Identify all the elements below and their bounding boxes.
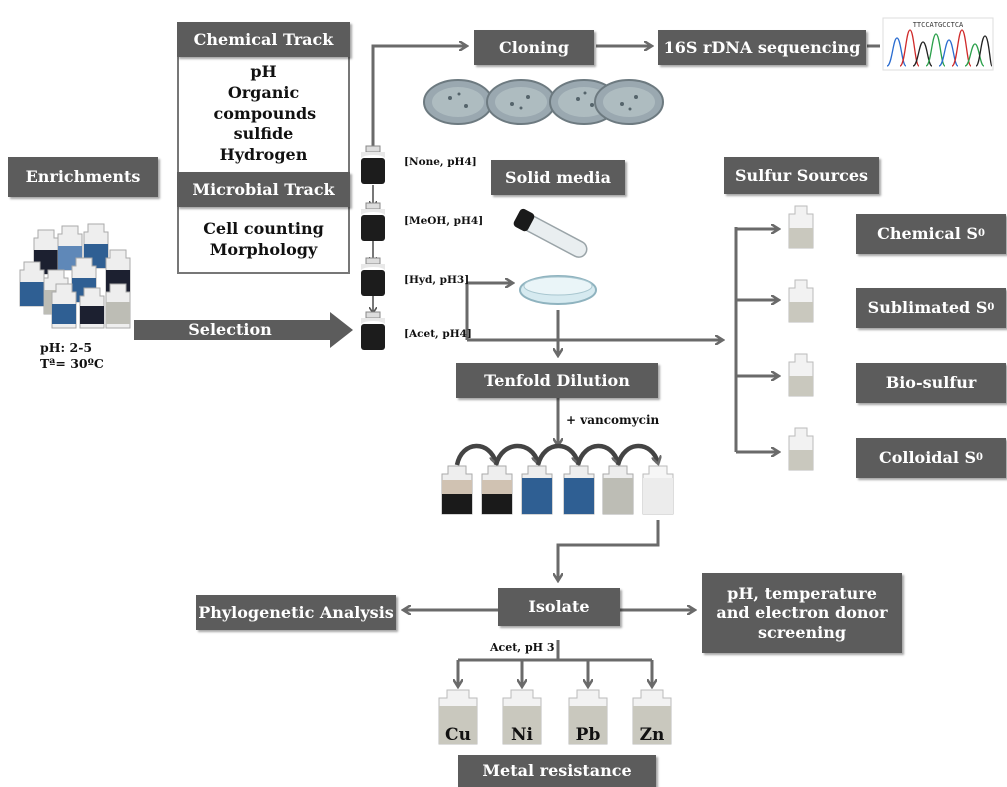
enrichment-temperature: Tª= 30ºC — [40, 356, 104, 371]
reactor-bottle-1 — [361, 145, 385, 184]
condition-acet-ph4: [Acet, pH4] — [404, 328, 472, 340]
dilution-bottles — [441, 465, 674, 515]
metal-cu: Cu — [445, 725, 471, 745]
selection-arrow — [134, 312, 353, 348]
metal-resistance-box: Metal resistance — [458, 755, 656, 787]
enrichment-bottles — [19, 223, 131, 329]
chemical-item-sulfide: sulfide — [233, 124, 294, 144]
sulfur-chemical-label: Chemical S — [877, 224, 978, 244]
isolate-box: Isolate — [498, 588, 620, 626]
microbial-item-morphology: Morphology — [209, 239, 318, 259]
chemical-track-items: pH Organic compounds sulfide Hydrogen — [177, 62, 350, 166]
screening-box: pH, temperature and electron donor scree… — [702, 573, 902, 653]
sulfur-sublimated-label: Sublimated S — [867, 298, 988, 318]
enrichment-ph: pH: 2-5 — [40, 340, 93, 355]
agar-plate — [519, 275, 597, 305]
condition-hyd-ph3: [Hyd, pH3] — [404, 274, 470, 286]
track-panel — [177, 52, 350, 274]
metal-bottles — [438, 689, 672, 745]
metal-zn: Zn — [639, 725, 665, 745]
sulfur-chemical-sup: 0 — [977, 228, 985, 239]
metal-ni: Ni — [511, 725, 533, 745]
chemical-item-ph: pH — [250, 62, 277, 81]
sulfur-bottle-2 — [788, 279, 814, 323]
chemical-item-hydrogen: Hydrogen — [219, 145, 308, 165]
sulfur-sublimated-sup: 0 — [987, 302, 995, 313]
sulfur-bottles — [788, 205, 814, 471]
reactor-bottles — [361, 145, 385, 350]
microbial-item-cell-counting: Cell counting — [203, 219, 324, 238]
petri-dishes — [423, 79, 664, 125]
sulfur-sources-box: Sulfur Sources — [724, 157, 879, 194]
reactor-bottle-2 — [361, 202, 385, 241]
tenfold-dilution-box: Tenfold Dilution — [456, 363, 658, 398]
chemical-track-title: Chemical Track — [177, 22, 350, 57]
sulfur-bottle-1 — [788, 205, 814, 249]
selection-label: Selection — [188, 320, 272, 340]
chromatogram-read: TTCCATGCCTCA — [913, 21, 964, 29]
microbial-track-items: Cell counting Morphology — [177, 219, 350, 261]
condition-none-ph4: [None, pH4] — [404, 156, 477, 168]
chemical-item-organic: Organic compounds — [213, 82, 317, 123]
vancomycin-label: + vancomycin — [566, 413, 660, 427]
microbial-track-title: Microbial Track — [177, 172, 350, 207]
sequencing-box: 16S rDNA sequencing — [658, 30, 866, 65]
condition-meoh-ph4: [MeOH, pH4] — [404, 215, 484, 227]
isolate-condition: Acet, pH 3 — [490, 641, 555, 654]
solid-media-box: Solid media — [491, 160, 625, 195]
test-tube — [513, 208, 588, 258]
reactor-bottle-3 — [361, 257, 385, 296]
reactor-bottle-4 — [361, 311, 385, 350]
sulfur-bottle-4 — [788, 427, 814, 471]
phylogenetic-analysis-box: Phylogenetic Analysis — [196, 595, 396, 630]
sulfur-colloidal-sup: 0 — [976, 452, 984, 463]
sulfur-bottle-3 — [788, 353, 814, 397]
chromatogram-icon: TTCCATGCCTCA — [882, 17, 994, 71]
sulfur-bio: Bio-sulfur — [856, 363, 1006, 403]
cloning-box: Cloning — [474, 30, 594, 65]
metal-pb: Pb — [575, 725, 601, 745]
sulfur-bio-label: Bio-sulfur — [885, 373, 977, 393]
enrichments-box: Enrichments — [8, 157, 158, 197]
sulfur-colloidal-label: Colloidal S — [878, 448, 977, 468]
